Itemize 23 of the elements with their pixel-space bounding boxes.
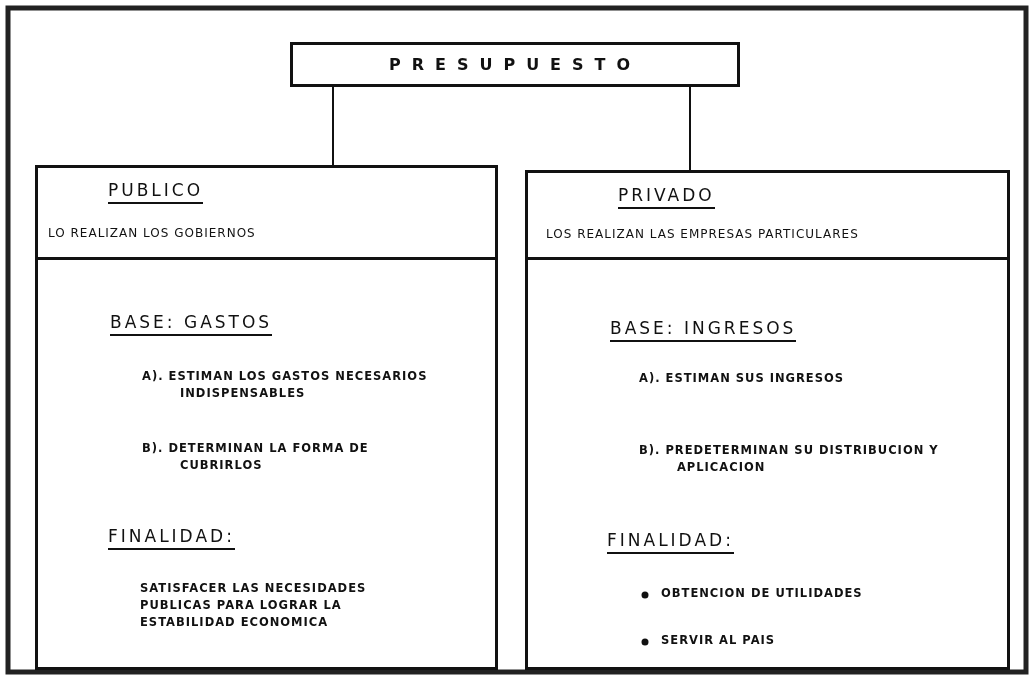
content-box	[35, 257, 498, 670]
header-box	[525, 170, 1010, 260]
title-text: PRESUPUESTO	[387, 55, 643, 74]
bullet-item: SERVIR AL PAIS	[661, 633, 776, 647]
list-item: B). PREDETERMINAN SU DISTRIBUCION Y APLICACION	[639, 442, 940, 476]
section-heading: PUBLICO	[108, 180, 204, 204]
connector-line	[332, 86, 334, 166]
list-item: A). ESTIMAN SUS INGRESOS	[639, 370, 846, 387]
content-box	[525, 257, 1010, 670]
description-text: LOS REALIZAN LAS EMPRESAS PARTICULARES	[546, 227, 859, 241]
section-heading: BASE: GASTOS	[110, 312, 273, 336]
paragraph-text: SATISFACER LAS NECESIDADES PUBLICAS PARA LOGRAR LA ESTABILIDAD ECONOMICA	[140, 580, 368, 631]
description-text: LO REALIZAN LOS GOBIERNOS	[48, 226, 256, 240]
section-heading: BASE: INGRESOS	[610, 318, 797, 342]
list-item: A). ESTIMAN LOS GASTOS NECESARIOS INDISPENSABLES	[142, 368, 429, 402]
section-heading: PRIVADO	[618, 185, 715, 209]
bullet-item: OBTENCION DE UTILIDADES	[661, 586, 863, 600]
header-box	[35, 165, 498, 260]
section-heading: FINALIDAD:	[108, 526, 235, 550]
section-heading: FINALIDAD:	[607, 530, 734, 554]
connector-line	[689, 86, 691, 171]
title-box	[290, 42, 740, 87]
list-item: B). DETERMINAN LA FORMA DE CUBRIRLOS	[142, 440, 370, 474]
